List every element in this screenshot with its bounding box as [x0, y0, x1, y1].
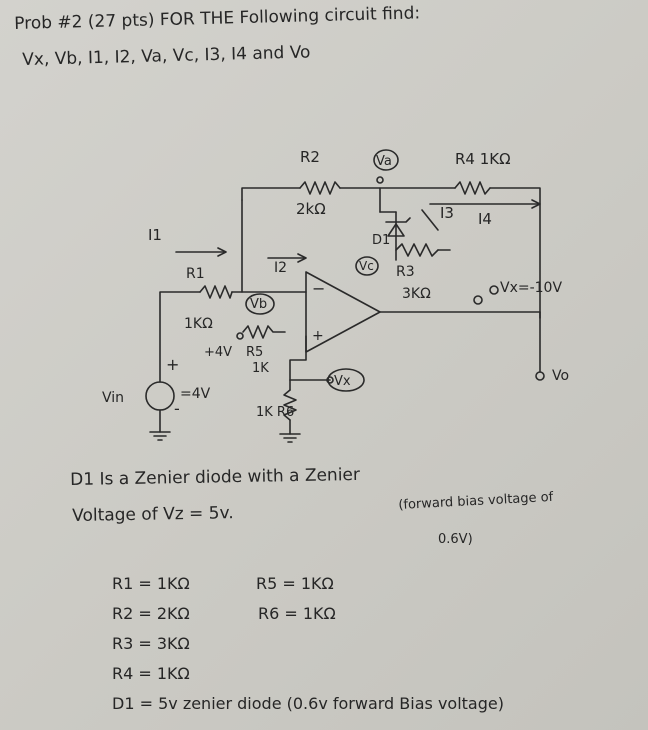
- label-r2-name: R2: [300, 148, 320, 166]
- label-i1: I1: [148, 226, 162, 244]
- label-d1: D1: [372, 233, 390, 248]
- opamp-plus: +: [312, 328, 324, 344]
- label-plus4: +4V: [204, 345, 232, 360]
- label-r2-value: 2kΩ: [296, 200, 326, 218]
- value-r2: R2 = 2KΩ: [112, 604, 190, 623]
- label-i4: I4: [478, 210, 492, 228]
- opamp-minus: −: [312, 279, 325, 298]
- vin-source: [145, 381, 175, 411]
- node-va: [376, 176, 384, 184]
- label-minus: -: [174, 399, 180, 418]
- forward-bias-note-2: 0.6V): [438, 532, 473, 547]
- label-vin: Vin: [102, 390, 124, 406]
- wire-top-left: [241, 187, 301, 201]
- resistor-r6: [283, 389, 297, 421]
- vx-terminal-top: [489, 285, 499, 295]
- value-r5: R5 = 1KΩ: [256, 574, 334, 593]
- ground-r6: [279, 433, 301, 443]
- circle-vc: [355, 256, 379, 276]
- value-r1: R1 = 1KΩ: [112, 574, 190, 593]
- label-r1-name: R1: [186, 266, 205, 282]
- value-r6: R6 = 1KΩ: [258, 604, 336, 623]
- label-r4: R4 1KΩ: [455, 150, 511, 168]
- circle-va: [373, 149, 399, 171]
- resistor-r1: [199, 285, 233, 299]
- opamp: [305, 271, 381, 353]
- label-r5-value: 1K: [252, 361, 269, 376]
- arrow-i3: [421, 209, 439, 231]
- node-vo: [535, 371, 545, 381]
- value-d1: D1 = 5v zenier diode (0.6v forward Bias …: [112, 694, 504, 713]
- label-vx-node: Vx: [334, 374, 351, 389]
- wire-r1-left: [159, 291, 201, 383]
- label-vo: Vo: [552, 368, 569, 384]
- wire-noninv: [289, 335, 307, 381]
- resistor-r3: [395, 243, 439, 257]
- vx-terminal-bottom: [473, 295, 483, 305]
- resistor-r2: [299, 181, 341, 195]
- label-r3-name: R3: [396, 264, 415, 280]
- label-vx-source: Vx=-10V: [500, 280, 562, 296]
- ground-vin: [149, 431, 171, 441]
- label-i3: I3: [440, 204, 454, 222]
- label-va: Va: [376, 154, 392, 169]
- value-r4: R4 = 1KΩ: [112, 664, 190, 683]
- diode-bar: [385, 217, 411, 223]
- circle-vb: [245, 293, 275, 315]
- value-r3: R3 = 3KΩ: [112, 634, 190, 653]
- label-vc: Vc: [359, 259, 374, 273]
- label-r3-value: 3KΩ: [402, 286, 431, 302]
- label-plus: +: [166, 355, 179, 374]
- resistor-r5: [242, 325, 286, 339]
- label-r5-name: R5: [246, 345, 263, 360]
- label-vb: Vb: [250, 297, 267, 312]
- label-vin-value: =4V: [180, 386, 211, 402]
- circle-vx: [327, 368, 365, 392]
- wire-top-right: [489, 187, 541, 319]
- label-i2: I2: [274, 260, 287, 276]
- label-r6: 1K R6: [256, 405, 294, 420]
- resistor-r4: [454, 181, 491, 195]
- label-r1-value: 1KΩ: [184, 316, 213, 332]
- node-plus4: [236, 332, 244, 340]
- diode-description-line2: Voltage of Vz = 5v.: [72, 503, 234, 526]
